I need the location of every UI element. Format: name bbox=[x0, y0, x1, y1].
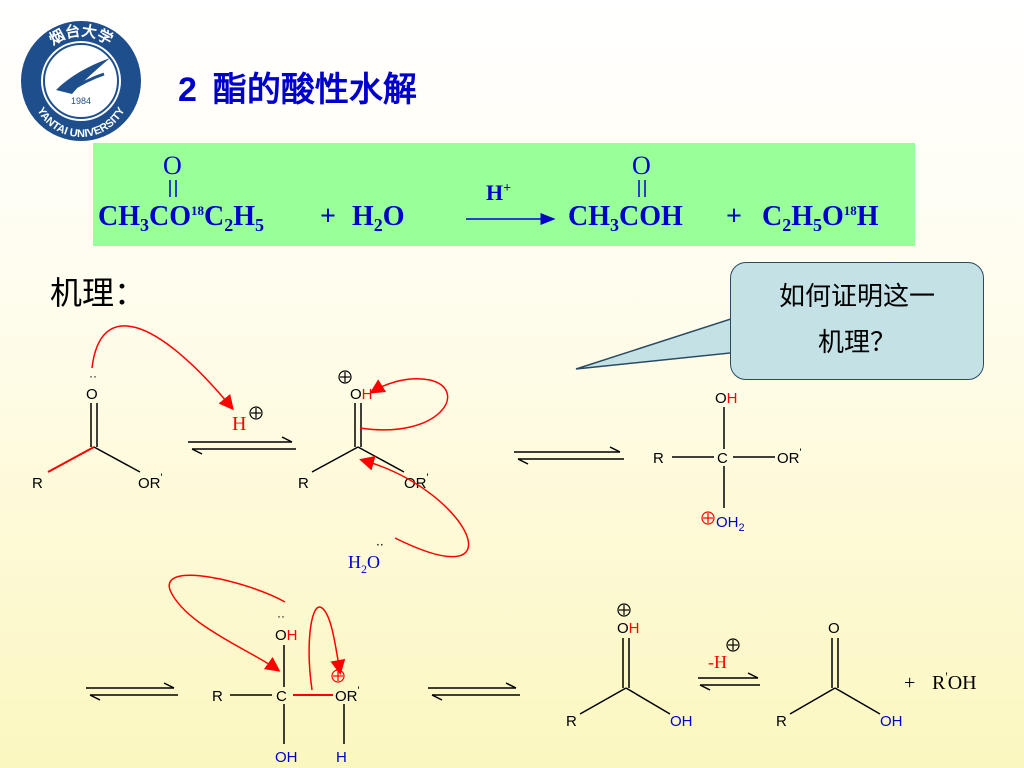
callout-bubble bbox=[730, 262, 984, 380]
tetra2-r: R bbox=[212, 688, 223, 705]
plus-charge-6 bbox=[726, 638, 740, 652]
title-number: 2 bbox=[178, 71, 197, 109]
logo-year: 1984 bbox=[71, 96, 91, 106]
plus-charge-3 bbox=[701, 511, 715, 525]
title-text: 酯的酸性水解 bbox=[212, 70, 417, 110]
tetra2-c: C bbox=[276, 688, 287, 705]
molecule-protonated-ester: OH R OR' bbox=[298, 386, 429, 492]
eq-catalyst: H+ bbox=[486, 180, 511, 205]
equation-box bbox=[93, 143, 915, 246]
equilibrium-arrow-4 bbox=[428, 682, 520, 701]
equilibrium-arrow-3 bbox=[86, 682, 178, 701]
callout-text: 如何证明这一 机理？ bbox=[730, 274, 984, 366]
university-logo: 1984 烟台大学 YANTAI UNIVERSITY bbox=[21, 21, 141, 141]
protonated-or: OR' bbox=[404, 472, 429, 492]
equilibrium-arrow-2 bbox=[514, 446, 624, 465]
callout-line-1: 如何证明这一 bbox=[778, 282, 935, 312]
eq-product-2: C2H5O18H bbox=[762, 201, 879, 235]
plus-charge-5 bbox=[617, 603, 631, 617]
lone-pair-3: ·· bbox=[277, 609, 285, 623]
lone-pair-2: ·· bbox=[376, 538, 384, 552]
molecule-ester: O ·· R OR' bbox=[32, 369, 163, 492]
eq-plus-1: + bbox=[320, 201, 336, 232]
plus-charge-4 bbox=[331, 669, 345, 683]
plus-charge-2 bbox=[338, 370, 352, 384]
acid-oh-top: OH bbox=[617, 620, 640, 637]
carboxylic-oh: OH bbox=[880, 713, 903, 730]
acid-oh: OH bbox=[670, 713, 693, 730]
molecule-tetrahedral-2: OH ·· R C OR' OH H bbox=[212, 609, 360, 766]
molecule-carboxylic-acid: O R OH bbox=[776, 620, 903, 730]
eq-reactant-1: CH3CO18C2H5 bbox=[98, 201, 264, 235]
equilibrium-arrow-1 bbox=[188, 436, 296, 455]
alcohol-product: R'OH bbox=[932, 669, 977, 694]
water-nucleophile: H2O bbox=[348, 552, 380, 576]
tetra1-c: C bbox=[717, 450, 728, 467]
equation: O CH3CO18C2H5 + H2O H+ O CH3COH + C2H5O1… bbox=[98, 151, 879, 235]
protonated-r: R bbox=[298, 475, 309, 492]
equilibrium-arrow-5 bbox=[698, 672, 760, 691]
plus-charge-1 bbox=[249, 406, 263, 420]
lone-pair-1: ·· bbox=[89, 369, 97, 383]
protonated-o: OH bbox=[350, 386, 373, 403]
tetra2-h-bottom: H bbox=[336, 749, 347, 766]
deprotonation-label: -H bbox=[708, 652, 727, 672]
ester-or: OR' bbox=[138, 472, 163, 492]
ester-o: O bbox=[86, 386, 98, 403]
proton-1: H bbox=[232, 413, 246, 435]
carboxylic-r: R bbox=[776, 713, 787, 730]
final-plus: + bbox=[904, 672, 915, 694]
eq-plus-2: + bbox=[726, 201, 742, 232]
tetra2-oh-bottom: OH bbox=[275, 749, 298, 766]
tetra2-or: OR' bbox=[335, 685, 360, 705]
acid-r: R bbox=[566, 713, 577, 730]
tetra1-r: R bbox=[653, 450, 664, 467]
mechanism-label: 机理： bbox=[50, 274, 147, 312]
tetra1-oh: OH bbox=[715, 390, 738, 407]
callout-line-2: 机理？ bbox=[817, 328, 896, 358]
molecule-protonated-acid: OH R OH bbox=[566, 620, 693, 730]
eq-reactant-2: H2O bbox=[352, 201, 405, 235]
eq-product-1: CH3COH bbox=[568, 201, 683, 235]
eq-carbonyl-o-right: O bbox=[632, 151, 651, 180]
tetra2-oh: OH bbox=[275, 627, 298, 644]
tetra1-oh2: OH2 bbox=[716, 514, 745, 534]
carboxylic-o: O bbox=[828, 620, 840, 637]
page-title: 2 酯的酸性水解 bbox=[178, 62, 417, 111]
ester-r: R bbox=[32, 475, 43, 492]
molecule-tetrahedral-1: OH R C OR' OH2 bbox=[653, 390, 802, 534]
eq-carbonyl-o-left: O bbox=[163, 151, 182, 180]
tetra1-or: OR' bbox=[777, 447, 802, 467]
